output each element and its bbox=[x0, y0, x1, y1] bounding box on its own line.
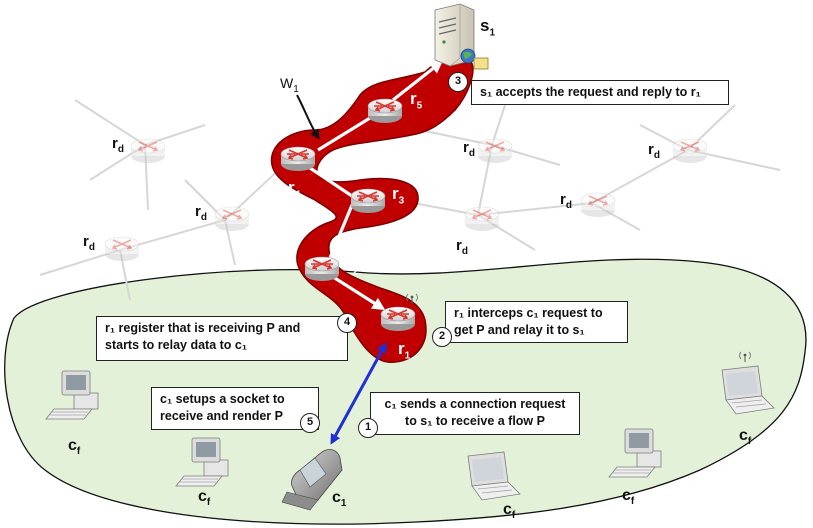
router-label-r5: r5 bbox=[410, 89, 423, 112]
router-label-r1: r1 bbox=[398, 339, 411, 362]
router-label-r4: r4 bbox=[288, 178, 301, 201]
step-2-callout: r₁ interceps c₁ request to get P and rel… bbox=[445, 301, 628, 343]
step-3-callout: s₁ accepts the request and reply to r₁ bbox=[471, 80, 729, 105]
globe-icon bbox=[460, 48, 489, 70]
w1-pointer-arrow bbox=[296, 94, 320, 140]
router-label-r3: r3 bbox=[392, 184, 405, 207]
router-label-rd: rd bbox=[463, 139, 475, 159]
router-icon bbox=[304, 256, 340, 282]
router-icon bbox=[580, 192, 616, 218]
router-label-rd: rd bbox=[456, 237, 468, 257]
router-label-rd: rd bbox=[112, 135, 124, 155]
router-icon bbox=[130, 138, 166, 164]
client-label-c1: c1 bbox=[332, 489, 347, 510]
step-5-badge: 5 bbox=[300, 413, 320, 433]
step-1-badge: 1 bbox=[358, 418, 378, 438]
router-label-rd: rd bbox=[83, 233, 95, 253]
router-icon bbox=[672, 138, 708, 164]
router-icon bbox=[280, 146, 316, 172]
router-icon bbox=[477, 138, 513, 164]
step-1-callout: c₁ sends a connection request to s₁ to r… bbox=[370, 392, 580, 435]
router-icon bbox=[464, 206, 500, 232]
path-flow-arrows bbox=[297, 60, 444, 311]
client-label-cf: cf bbox=[503, 501, 516, 522]
step-2-badge: 2 bbox=[432, 327, 452, 347]
step-4-callout: r₁ register that is receiving P and star… bbox=[96, 316, 348, 361]
mobile-phone-icon bbox=[281, 449, 343, 511]
step-3-badge: 3 bbox=[448, 72, 468, 92]
client-label-cf: cf bbox=[622, 487, 635, 508]
client-label-cf: cf bbox=[198, 488, 211, 509]
router-label-rd: rd bbox=[648, 141, 660, 161]
router-label-rd: rd bbox=[560, 191, 572, 211]
router-icon bbox=[380, 306, 416, 332]
step-4-badge: 4 bbox=[337, 313, 357, 333]
step-5-callout: c₁ setups a socket to receive and render… bbox=[151, 387, 319, 430]
router-label-rd: rd bbox=[195, 203, 207, 223]
path-label-w1: W1 bbox=[280, 75, 299, 95]
router-icon bbox=[104, 236, 140, 262]
client-label-cf: cf bbox=[68, 437, 81, 458]
server-label-s1: s1 bbox=[480, 16, 496, 39]
router-icon bbox=[214, 206, 250, 232]
router-icon bbox=[350, 188, 386, 214]
router-icon bbox=[367, 98, 403, 124]
client-label-cf: cf bbox=[739, 427, 752, 448]
router-label-r2: r2 bbox=[346, 255, 359, 278]
client-router-link bbox=[330, 342, 387, 445]
